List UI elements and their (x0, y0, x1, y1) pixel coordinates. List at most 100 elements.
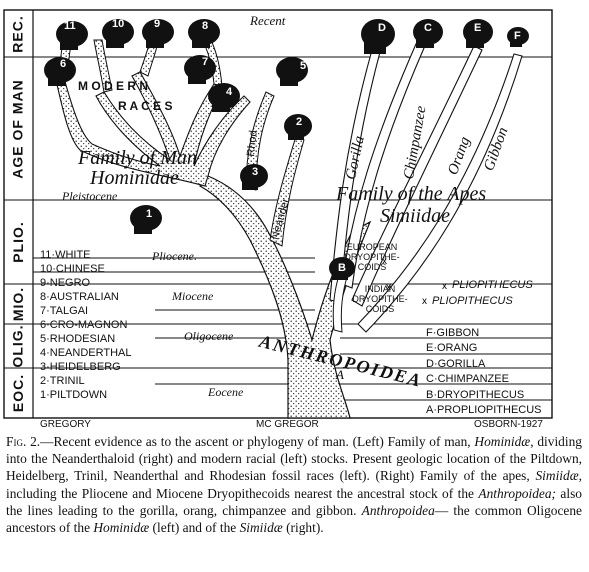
skull-5 (276, 57, 308, 86)
skull-4 (208, 83, 240, 112)
ape-skull-D (361, 19, 395, 54)
ape-letter-C: C (424, 22, 432, 34)
skull-8 (188, 19, 220, 48)
period-pleistocene: Pleistocene (62, 189, 118, 203)
man-stock-list: 11·WHITE 10·CHINESE 9·NEGRO 8·AUSTRALIAN… (40, 248, 132, 402)
ape-letter-E: E (474, 22, 482, 34)
label-european-dryopithecoids: EUROPEAN DRYOPITHE-COIDS (344, 242, 400, 272)
man-stock-11: 11·WHITE (40, 249, 91, 261)
epoch-eoc: EOC. (10, 373, 27, 413)
ape-letter-F: F (514, 30, 521, 42)
skull-number-1: 1 (146, 208, 153, 220)
label-pliopithecus-1: PLIOPITHECUS (452, 279, 533, 291)
period-eocene: Eocene (208, 385, 244, 399)
plio-x-3: x (382, 256, 387, 267)
man-stock-7: 7·TALGAI (40, 305, 89, 317)
skull-number-5: 5 (300, 60, 307, 72)
branch-gibbon (357, 53, 523, 333)
credit-osborn: OSBORN-1927 (474, 419, 543, 430)
branch-orang (351, 45, 483, 307)
skull-number-6: 6 (60, 58, 67, 70)
skull-6 (44, 57, 76, 86)
ape-letter-B: B (338, 262, 346, 274)
man-stock-6: 6·CRO-MAGNON (40, 319, 128, 331)
label-pliopithecus-2: PLIOPITHECUS (432, 295, 513, 307)
skull-number-3: 3 (252, 166, 259, 178)
caption-anthropoidea-2: Anthropoidea (361, 502, 435, 518)
credit-gregory: GREGORY (40, 419, 91, 430)
skull-9 (142, 19, 174, 48)
skull-11 (56, 21, 88, 50)
skull-10 (102, 19, 134, 48)
skull-number-2: 2 (296, 116, 303, 128)
ape-stock-B: B·DRYOPITHECUS (426, 388, 525, 401)
ape-skull-B (329, 257, 355, 280)
caption-fig-label: Fig. 2. (6, 434, 41, 449)
man-stock-8: 8·AUSTRALIAN (40, 291, 119, 303)
ape-stock-A: A·PROPLIOPITHECUS (426, 404, 542, 417)
skull-number-8: 8 (202, 20, 209, 32)
epoch-mio: MIO. (10, 286, 26, 322)
man-stock-1: 1·PILTDOWN (40, 389, 108, 401)
skull-number-4: 4 (226, 86, 233, 98)
skull-number-7: 7 (202, 56, 209, 68)
skull-3 (240, 164, 268, 190)
man-stock-5: 5·RHODESIAN (40, 333, 116, 345)
plio-x-4: x (386, 282, 391, 293)
caption-text-4: also the lines leading to the gorilla, o… (6, 485, 582, 518)
caption-hominidae-1: Hominidæ (474, 434, 531, 449)
ape-stock-list: F·GIBBON E·ORANG D·GORILLA C·CHIMPANZEE … (426, 326, 542, 418)
label-races: R A C E S (118, 99, 173, 113)
skull-7 (184, 55, 216, 84)
label-family-of-apes: Family of the Apes (336, 183, 487, 205)
ape-skull-C (413, 19, 443, 48)
ape-stock-C: C·CHIMPANZEE (426, 373, 509, 386)
epoch-rec: REC. (10, 14, 27, 53)
ape-letter-D: D (378, 22, 386, 34)
caption-text-5: — the common Oligocene ancestors of the (6, 502, 582, 536)
ape-skull-F (507, 27, 529, 47)
man-stock-9: 9·NEGRO (40, 277, 91, 289)
man-stock-2: 2·TRINIL (40, 375, 85, 387)
label-hominidae: Hominidae (90, 167, 179, 189)
skull-number-10: 10 (112, 18, 125, 30)
plio-x-2: x (422, 296, 427, 307)
caption-text-7: (right). (282, 520, 324, 536)
epoch-olig: OLIG. (10, 324, 26, 368)
label-simiidae: Simiidae (380, 205, 450, 227)
caption-hominidae-2: Hominidæ (93, 520, 150, 536)
caption-simiidae-1: Simiidæ (535, 468, 579, 484)
epoch-age-of-man: AGE OF MAN (10, 78, 27, 179)
skull-number-11: 11 (64, 20, 76, 32)
caption-anthropoidea-1: Anthropoidea; (478, 485, 556, 501)
label-indian-dryopithecoids: INDIAN DRYOPITHE-COIDS (352, 284, 408, 314)
man-stock-10: 10·CHINESE (40, 263, 105, 275)
caption-text-6: (left) and of the (149, 520, 240, 536)
ape-stock-E: E·ORANG (426, 342, 478, 355)
caption-text-2: , dividing into the Neanderthaloid (righ… (6, 434, 582, 484)
credit-mcgregor: MC GREGOR (256, 419, 319, 430)
label-base-a: A (336, 367, 344, 382)
phylogeny-diagram: x x x x (3, 9, 553, 419)
branch-talgai (93, 39, 113, 93)
period-pliocene: Pliocene. (152, 249, 197, 263)
man-stock-4: 4·NEANDERTHAL (40, 347, 132, 359)
ape-stock-D: D·GORILLA (426, 357, 486, 370)
figure-caption: Fig. 2.—Recent evidence as to the ascent… (6, 433, 582, 536)
ape-skull-E (463, 19, 493, 48)
epoch-plio: PLIO. (10, 221, 26, 263)
caption-text-3: , including the Pliocene and Miocene Dry… (6, 468, 582, 501)
skull-1 (130, 205, 162, 234)
period-recent: Recent (250, 13, 286, 28)
caption-simiidae-2: Simiidæ (239, 520, 283, 536)
man-stock-3: 3·HEIDELBERG (40, 361, 121, 373)
plio-x-1: x (442, 281, 447, 292)
caption-text-1: —Recent evidence as to the ascent or phy… (40, 434, 475, 449)
label-family-of-man: Family of Man (78, 147, 197, 169)
period-miocene: Miocene (172, 289, 214, 303)
ape-stock-F: F·GIBBON (426, 327, 480, 339)
label-modern: M O D E R N (78, 79, 149, 93)
skull-number-9: 9 (154, 18, 161, 30)
period-oligocene: Oligocene (184, 329, 234, 343)
skull-2 (284, 114, 312, 140)
